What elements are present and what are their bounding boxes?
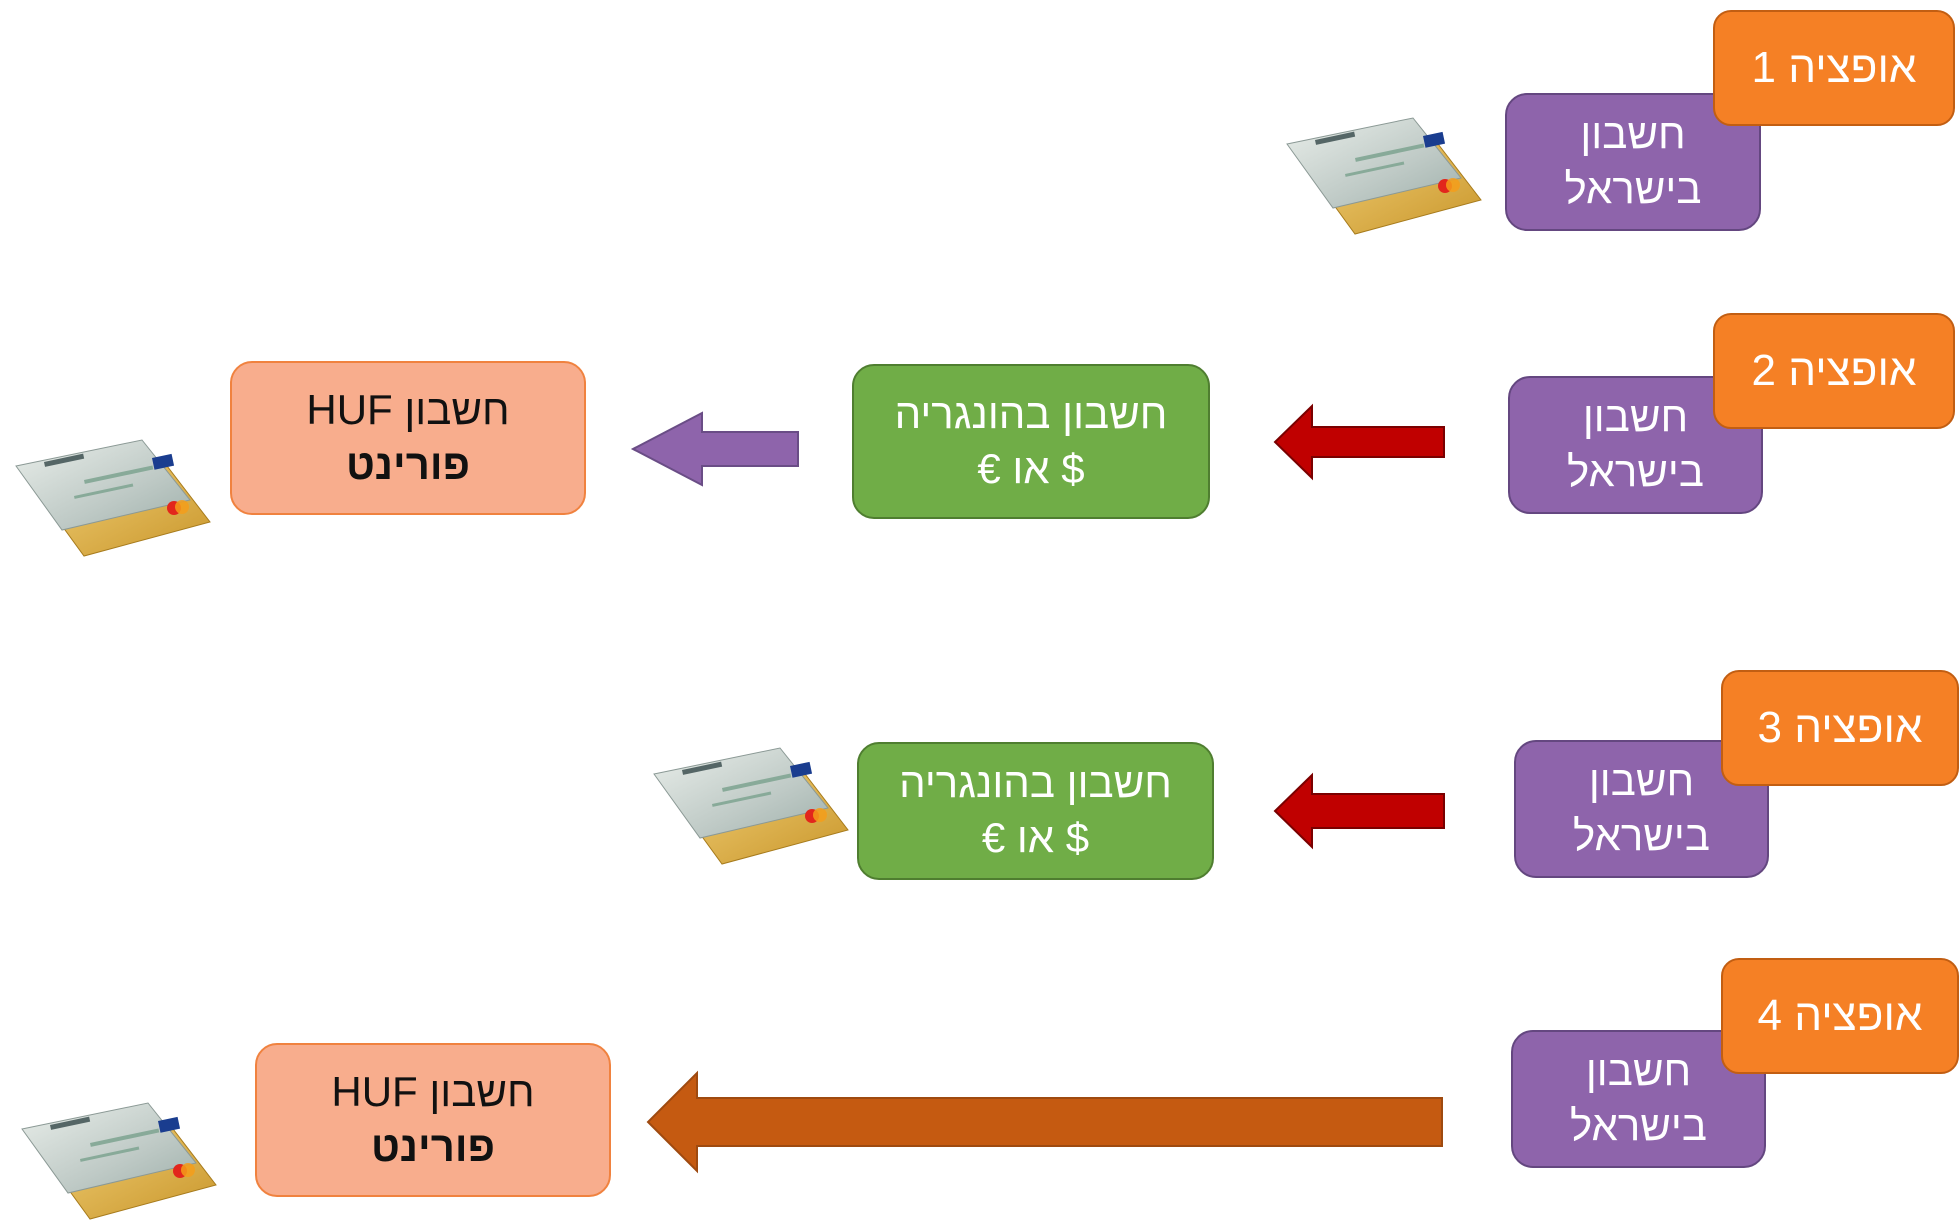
option-label-text: אופציה 2: [1751, 346, 1917, 396]
hungary-account-line1: חשבון בהונגריה: [894, 389, 1168, 437]
hungary-account-box-2: חשבון בהונגריה $ או €: [852, 364, 1210, 519]
arrow-israel-to-hungary-3: [1273, 772, 1445, 850]
arrow-hungary-to-forint-2: [630, 411, 799, 487]
israel-account-line2: בישראל: [1567, 448, 1704, 495]
israel-account-line1: חשבון: [1585, 1047, 1692, 1095]
credit-cards-icon: [15, 439, 211, 557]
option-label-text: אופציה 1: [1751, 43, 1917, 93]
israel-account-line2: בישראל: [1564, 165, 1702, 212]
hungary-account-line2: $ או €: [977, 444, 1085, 492]
hungary-account-line1: חשבון בהונגריה: [899, 759, 1172, 807]
forint-account-box-4: חשבון HUF פורינט: [255, 1043, 611, 1197]
israel-account-line2: בישראל: [1573, 812, 1710, 859]
option-label-3: אופציה 3: [1721, 670, 1959, 786]
credit-cards-icon: [1286, 117, 1482, 235]
israel-account-line1: חשבון: [1580, 110, 1686, 158]
forint-account-line1: חשבון HUF: [306, 386, 510, 434]
credit-cards-icon: [653, 747, 849, 865]
hungary-account-box-3: חשבון בהונגריה $ או €: [857, 742, 1214, 880]
forint-account-line1: חשבון HUF: [331, 1068, 535, 1116]
forint-account-box-2: חשבון HUF פורינט: [230, 361, 586, 515]
arrow-israel-to-forint-4: [646, 1070, 1443, 1174]
option-label-text: אופציה 3: [1757, 703, 1923, 753]
option-label-1: אופציה 1: [1713, 10, 1955, 126]
israel-account-line2: בישראל: [1570, 1102, 1707, 1149]
arrow-israel-to-hungary-2: [1273, 403, 1445, 481]
credit-cards-icon: [21, 1102, 217, 1220]
israel-account-line1: חשבון: [1588, 757, 1695, 805]
forint-account-line2: פורינט: [346, 441, 470, 488]
option-label-text: אופציה 4: [1757, 991, 1923, 1041]
hungary-account-line2: $ או €: [981, 814, 1090, 861]
israel-account-line1: חשבון: [1582, 393, 1689, 441]
forint-account-line2: פורינט: [371, 1123, 495, 1170]
option-label-2: אופציה 2: [1713, 313, 1955, 429]
option-label-4: אופציה 4: [1721, 958, 1959, 1074]
